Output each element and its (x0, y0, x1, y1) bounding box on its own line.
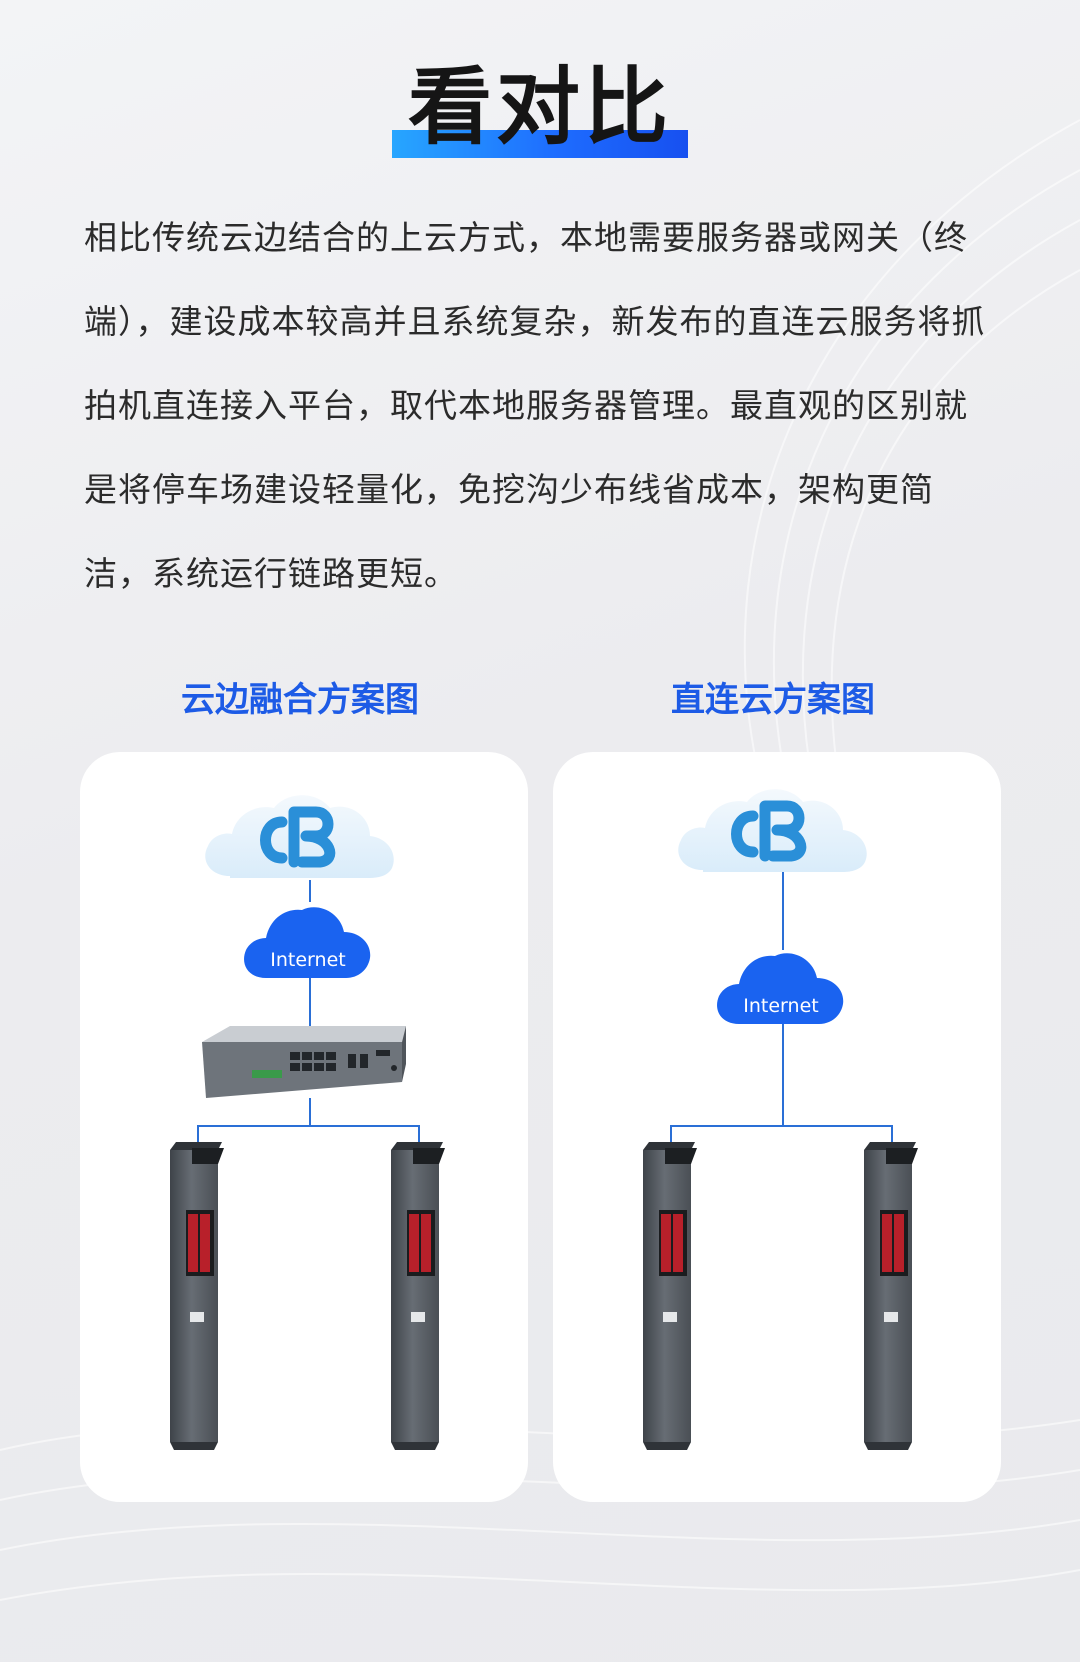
diagram-heading-direct-cloud: 直连云方案图 (671, 680, 875, 720)
platform-logo-icon (731, 800, 807, 862)
diagram-edge-cloud: Internet (170, 795, 445, 1450)
parking-camera-pole-left (170, 1142, 224, 1450)
diagram-panel-edge-cloud: Internet (80, 752, 528, 1502)
platform-logo-icon (260, 806, 336, 868)
title-block: 看对比 (0, 52, 1080, 162)
diagram-direct-cloud: Internet (643, 789, 918, 1450)
page-title: 看对比 (407, 58, 672, 156)
connection-lines (670, 872, 893, 1150)
internet-cloud-icon: Internet (717, 953, 844, 1024)
title-underline-bar (392, 130, 688, 158)
parking-camera-pole-right (864, 1142, 918, 1450)
parking-camera-pole-right (391, 1142, 445, 1450)
internet-label: Internet (270, 949, 345, 971)
parking-camera-pole-left (643, 1142, 697, 1450)
internet-label: Internet (743, 995, 818, 1017)
diagram-heading-edge-cloud: 云边融合方案图 (181, 680, 419, 720)
internet-cloud-icon: Internet (244, 907, 371, 978)
diagram-panel-direct-cloud: Internet (553, 752, 1001, 1502)
intro-paragraph: 相比传统云边结合的上云方式，本地需要服务器或网关（终端），建设成本较高并且系统复… (84, 218, 986, 593)
gateway-switch-device (202, 1026, 406, 1098)
